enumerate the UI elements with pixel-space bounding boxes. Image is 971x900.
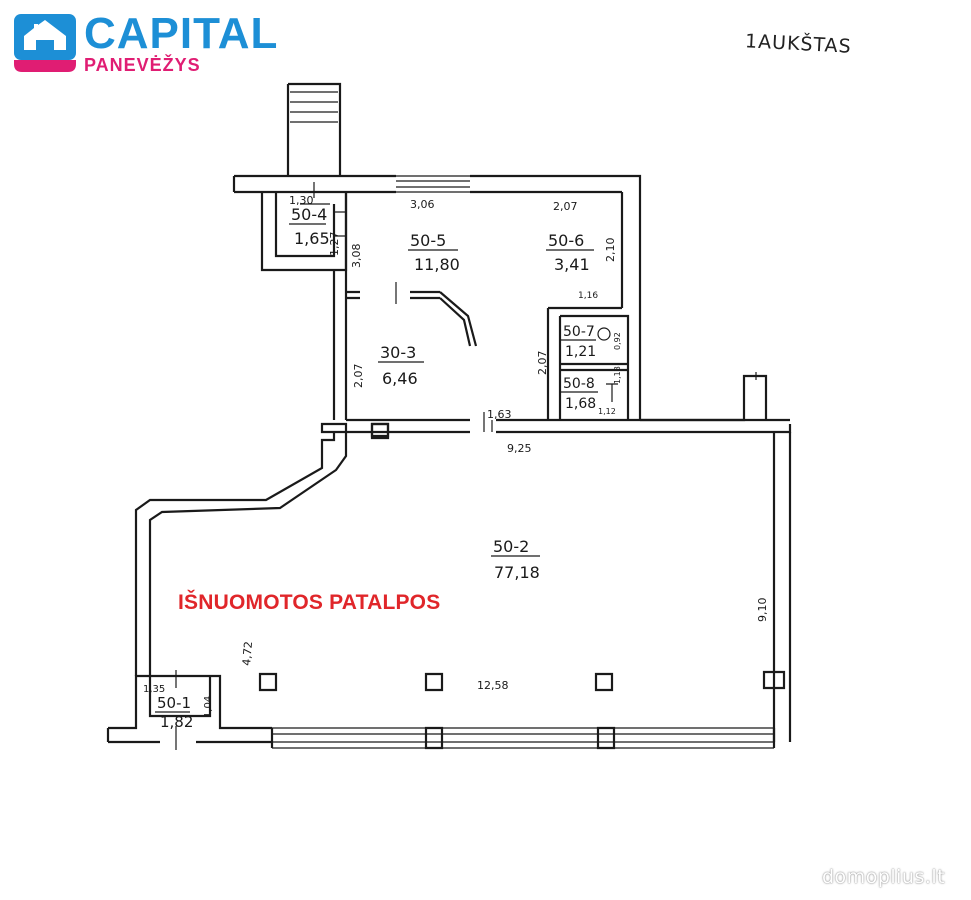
room-id: 50-1	[157, 694, 191, 712]
plan-walls	[106, 82, 792, 750]
room-50-4-inner	[274, 192, 336, 258]
room-id: 50-7	[563, 324, 595, 340]
room-50-7-label: 50-7 1,21	[561, 324, 596, 360]
watermark: domoplius.lt	[822, 866, 946, 888]
pillar-5	[596, 726, 616, 750]
dimension-labels: 1,30 1,27 3,06 3,08 2,07 2,10 1,16 2,07 …	[143, 194, 769, 718]
dim-label: 1,27	[328, 232, 341, 257]
bottom-window	[272, 727, 774, 749]
pillar-corridor	[370, 422, 390, 440]
dim-label: 2,07	[553, 200, 578, 213]
corridor-wall	[346, 418, 792, 434]
toilet-icon	[606, 383, 618, 402]
east-wall-upper	[620, 192, 768, 422]
dim-label: 1,18	[613, 366, 622, 384]
logo-subtitle: PANEVĖŽYS	[84, 55, 201, 75]
dim-label: 4,72	[240, 641, 255, 667]
dim-label: 1,04	[203, 696, 214, 718]
dim-label: 2,07	[352, 364, 365, 389]
room-labels: 50-4 1,65 50-5 11,80 50-6 3,41 30-3 6,46…	[155, 205, 598, 731]
room-50-1-label: 50-1 1,82	[155, 694, 193, 731]
room-50-1-outer	[108, 674, 272, 744]
dim-label: 0,92	[613, 332, 622, 350]
room-50-1-inner	[148, 676, 212, 718]
dim-label: 9,10	[756, 598, 769, 623]
dim-label: 1,12	[598, 407, 616, 416]
room-area: 1,82	[160, 713, 193, 731]
dim-label: 2,10	[604, 238, 617, 263]
room-50-5-label: 50-5 11,80	[408, 231, 460, 274]
logo-title: CAPITAL	[84, 9, 279, 58]
room-id: 50-2	[493, 537, 529, 556]
room-area: 77,18	[494, 563, 540, 582]
pillar-4	[424, 726, 444, 750]
room-50-2-label: 50-2 77,18	[491, 537, 540, 582]
dim-label: 9,25	[507, 442, 532, 455]
pillar-1	[258, 672, 278, 692]
bath-partition	[560, 362, 628, 372]
dim-label: 1,63	[487, 408, 512, 421]
room-area: 1,65	[294, 229, 330, 248]
dim-label: 3,06	[410, 198, 435, 211]
room-area: 1,68	[565, 396, 596, 412]
bottom-window-ends	[270, 728, 776, 748]
sink-icon	[597, 327, 611, 341]
pillar-east	[762, 670, 786, 690]
room-area: 11,80	[414, 255, 460, 274]
east-wall-main	[772, 432, 792, 742]
room-area: 6,46	[382, 369, 418, 388]
partition-mid	[346, 290, 622, 310]
dim-label: 2,07	[536, 351, 549, 376]
top-shaft	[286, 82, 342, 176]
corridor-wall-left	[320, 422, 348, 434]
room-area: 3,41	[554, 255, 590, 274]
room-id: 30-3	[380, 343, 416, 362]
room-30-3-label: 30-3 6,46	[378, 343, 424, 388]
logo-house-icon	[14, 14, 76, 76]
dim-label: 1,16	[578, 291, 598, 301]
rented-premises-label: IŠNUOMOTOS PATALPOS	[178, 591, 441, 614]
bath-block	[546, 308, 630, 420]
logo-house-shape	[24, 20, 66, 50]
west-wall-30-3	[332, 192, 348, 420]
top-wall	[234, 174, 642, 194]
pillar-2	[424, 672, 444, 692]
west-wall-main	[134, 432, 348, 676]
room-50-6-label: 50-6 3,41	[546, 231, 594, 274]
room-id: 50-5	[410, 231, 446, 250]
dim-label: 12,58	[477, 679, 509, 692]
logo-pink-base	[14, 60, 76, 72]
pillar-3	[594, 672, 614, 692]
dim-label: 1,30	[289, 194, 314, 207]
door-swing-30-3	[439, 291, 478, 347]
dim-label: 3,08	[350, 244, 363, 269]
room-id: 50-8	[563, 376, 595, 392]
top-window	[396, 175, 470, 193]
room-id: 50-4	[291, 205, 327, 224]
room-50-8-label: 50-8 1,68	[561, 376, 598, 412]
room-area: 1,21	[565, 344, 596, 360]
dim-label: 1,35	[143, 684, 165, 695]
room-id: 50-6	[548, 231, 584, 250]
room-50-4-label: 50-4 1,65	[289, 205, 330, 248]
